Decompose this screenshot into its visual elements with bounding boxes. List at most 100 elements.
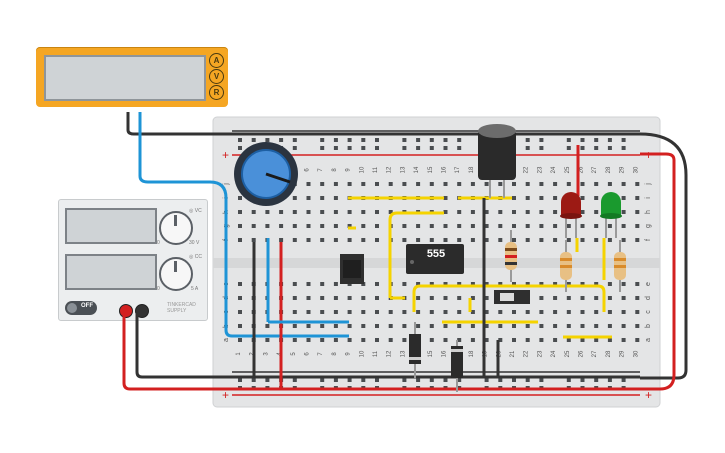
terminal-hole[interactable]	[457, 310, 462, 314]
multimeter-voltmeter-button[interactable]: V	[209, 69, 224, 84]
terminal-hole[interactable]	[388, 338, 393, 342]
rail-hole[interactable]	[457, 378, 462, 382]
terminal-hole[interactable]	[635, 238, 640, 242]
terminal-hole[interactable]	[388, 210, 393, 214]
rail-hole[interactable]	[402, 378, 407, 382]
rail-hole[interactable]	[525, 378, 530, 382]
terminal-hole[interactable]	[416, 310, 421, 314]
multimeter-ohmmeter-button[interactable]: R	[209, 85, 224, 100]
terminal-hole[interactable]	[306, 324, 311, 328]
terminal-hole[interactable]	[416, 282, 421, 286]
terminal-hole[interactable]	[402, 238, 407, 242]
voltage-knob[interactable]	[159, 211, 193, 245]
terminal-hole[interactable]	[306, 296, 311, 300]
terminal-hole[interactable]	[539, 238, 544, 242]
terminal-hole[interactable]	[361, 210, 366, 214]
terminal-hole[interactable]	[347, 296, 352, 300]
slide-switch-toggle[interactable]	[500, 293, 514, 301]
terminal-hole[interactable]	[361, 310, 366, 314]
terminal-hole[interactable]	[553, 210, 558, 214]
terminal-hole[interactable]	[375, 324, 379, 328]
terminal-hole[interactable]	[539, 310, 544, 314]
capacitor[interactable]	[478, 124, 516, 198]
terminal-hole[interactable]	[580, 210, 585, 214]
terminal-hole[interactable]	[347, 338, 352, 342]
rail-hole[interactable]	[443, 138, 448, 142]
terminal-hole[interactable]	[580, 324, 585, 328]
terminal-hole[interactable]	[594, 338, 599, 342]
terminal-hole[interactable]	[539, 296, 544, 300]
terminal-hole[interactable]	[306, 210, 311, 214]
terminal-hole[interactable]	[320, 182, 325, 186]
terminal-hole[interactable]	[539, 182, 544, 186]
terminal-hole[interactable]	[470, 238, 475, 242]
rail-hole[interactable]	[251, 378, 256, 382]
terminal-hole[interactable]	[539, 324, 544, 328]
terminal-hole[interactable]	[607, 296, 612, 300]
terminal-hole[interactable]	[525, 210, 530, 214]
terminal-hole[interactable]	[443, 310, 448, 314]
rail-hole[interactable]	[539, 146, 544, 150]
terminal-hole[interactable]	[512, 282, 516, 286]
wires[interactable]	[122, 112, 688, 391]
terminal-hole[interactable]	[361, 296, 366, 300]
rail-hole[interactable]	[279, 138, 284, 142]
terminal-hole[interactable]	[347, 310, 352, 314]
terminal-hole[interactable]	[607, 324, 612, 328]
terminal-hole[interactable]	[292, 338, 297, 342]
terminal-hole[interactable]	[457, 238, 462, 242]
rail-hole[interactable]	[621, 378, 626, 382]
terminal-hole[interactable]	[539, 224, 544, 228]
rail-hole[interactable]	[580, 138, 585, 142]
slide-switch[interactable]	[494, 290, 530, 304]
terminal-hole[interactable]	[333, 310, 338, 314]
terminal-hole[interactable]	[594, 324, 599, 328]
terminal-hole[interactable]	[416, 182, 421, 186]
terminal-hole[interactable]	[361, 182, 366, 186]
rail-hole[interactable]	[361, 378, 366, 382]
terminal-hole[interactable]	[388, 310, 393, 314]
terminal-hole[interactable]	[484, 282, 489, 286]
rail-hole[interactable]	[375, 138, 379, 142]
terminal-hole[interactable]	[375, 210, 379, 214]
terminal-hole[interactable]	[416, 324, 421, 328]
terminal-hole[interactable]	[484, 296, 489, 300]
terminal-hole[interactable]	[525, 324, 530, 328]
led-red[interactable]	[560, 192, 582, 238]
terminal-hole[interactable]	[553, 196, 558, 200]
terminal-hole[interactable]	[402, 282, 407, 286]
timer-chip-555[interactable]	[406, 244, 464, 274]
terminal-hole[interactable]	[594, 282, 599, 286]
terminal-hole[interactable]	[361, 338, 366, 342]
rail-hole[interactable]	[580, 146, 585, 150]
terminal-hole[interactable]	[635, 296, 640, 300]
rail-hole[interactable]	[238, 138, 242, 142]
terminal-hole[interactable]	[292, 310, 297, 314]
terminal-hole[interactable]	[443, 282, 448, 286]
resistor-1[interactable]	[505, 230, 517, 282]
terminal-hole[interactable]	[457, 210, 462, 214]
terminal-hole[interactable]	[375, 224, 379, 228]
rail-hole[interactable]	[416, 138, 421, 142]
terminal-hole[interactable]	[470, 182, 475, 186]
terminal-hole[interactable]	[594, 310, 599, 314]
terminal-hole[interactable]	[539, 282, 544, 286]
terminal-hole[interactable]	[539, 196, 544, 200]
terminal-hole[interactable]	[607, 338, 612, 342]
rail-hole[interactable]	[265, 378, 270, 382]
terminal-hole[interactable]	[375, 338, 379, 342]
terminal-hole[interactable]	[320, 338, 325, 342]
terminal-hole[interactable]	[251, 238, 256, 242]
rail-hole[interactable]	[347, 146, 352, 150]
terminal-hole[interactable]	[566, 296, 571, 300]
rail-hole[interactable]	[320, 146, 325, 150]
rail-hole[interactable]	[443, 146, 448, 150]
terminal-hole[interactable]	[333, 196, 338, 200]
terminal-hole[interactable]	[470, 324, 475, 328]
terminal-hole[interactable]	[238, 324, 242, 328]
terminal-hole[interactable]	[457, 224, 462, 228]
terminal-hole[interactable]	[251, 224, 256, 228]
terminal-hole[interactable]	[512, 238, 516, 242]
rail-hole[interactable]	[333, 138, 338, 142]
rail-hole[interactable]	[402, 138, 407, 142]
